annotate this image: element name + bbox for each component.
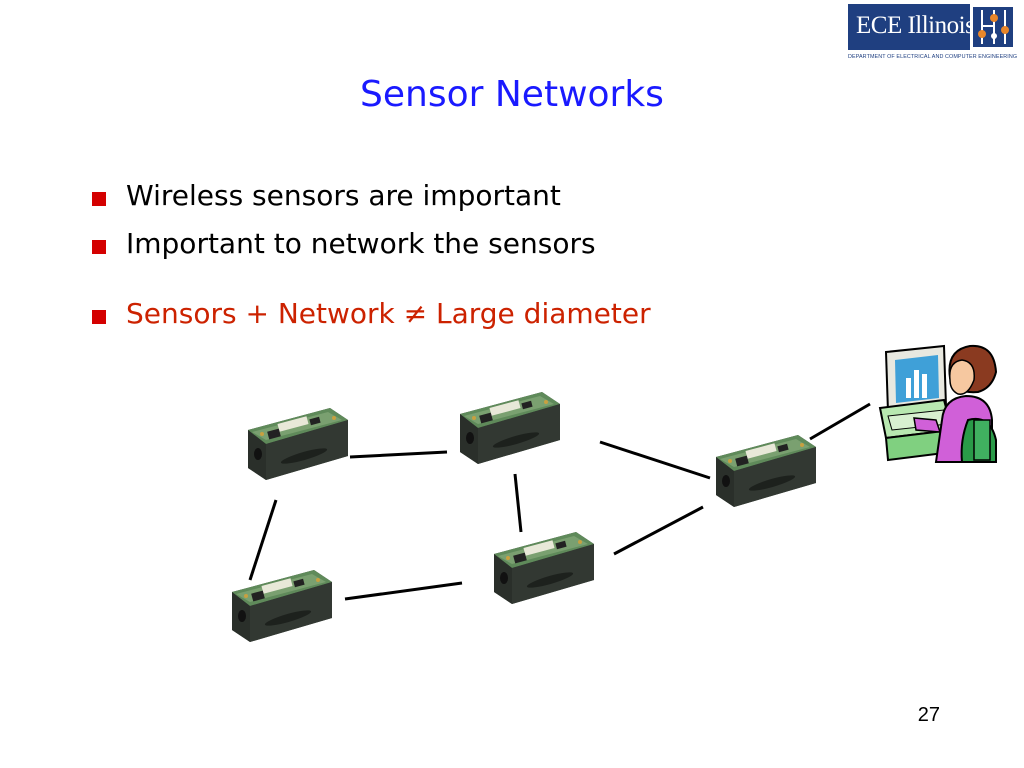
link-sensor3-user — [809, 402, 871, 441]
ece-illinois-logo: ECE Illinois DEPARTMENT OF ELECTRICAL AN… — [848, 4, 1018, 66]
bullet-item: Important to network the sensors — [90, 220, 651, 268]
link-sensor2-sensor3 — [599, 440, 711, 480]
page-number: 27 — [917, 704, 940, 726]
bullet-item-highlight: Sensors + Network ≠ Large diameter — [90, 290, 651, 338]
link-sensor5-sensor3 — [613, 505, 704, 556]
square-bullet-icon — [92, 192, 106, 206]
logo-text: ECE Illinois — [856, 12, 975, 39]
sensor-board-3 — [716, 435, 816, 507]
logo-subtitle: DEPARTMENT OF ELECTRICAL AND COMPUTER EN… — [848, 54, 1018, 60]
person-at-computer-icon — [878, 344, 998, 463]
bullet-text: Sensors + Network ≠ Large diameter — [126, 297, 651, 330]
sensor-board-4 — [232, 570, 332, 642]
link-sensor1-sensor4 — [248, 499, 278, 581]
sensor-board-1 — [248, 408, 348, 480]
bullet-text: Wireless sensors are important — [126, 179, 561, 212]
square-bullet-icon — [92, 310, 106, 324]
bullet-item: Wireless sensors are important — [90, 172, 651, 220]
logo-banner: ECE Illinois — [848, 4, 1016, 50]
sensor-board-2 — [460, 392, 560, 464]
square-bullet-icon — [92, 240, 106, 254]
link-sensor1-sensor2 — [349, 450, 448, 459]
circuit-logo-icon — [970, 4, 1016, 50]
bullet-text: Important to network the sensors — [126, 227, 596, 260]
network-links — [248, 402, 871, 601]
slide-title: Sensor Networks — [360, 74, 664, 115]
link-sensor2-sensor5 — [513, 473, 523, 533]
sensor-board-5 — [494, 532, 594, 604]
link-sensor4-sensor5 — [344, 581, 463, 601]
bullet-list: Wireless sensors are important Important… — [90, 172, 651, 338]
